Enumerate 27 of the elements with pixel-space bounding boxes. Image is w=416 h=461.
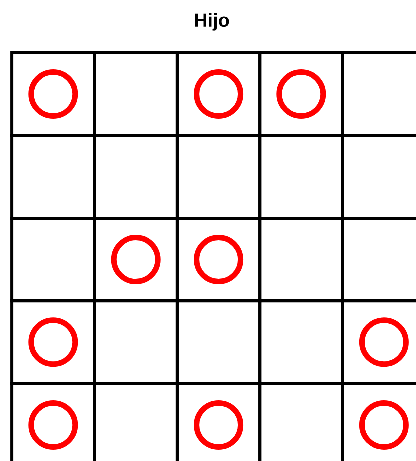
grid-cell	[93, 382, 179, 461]
circle-mark	[28, 70, 78, 120]
grid-cell	[341, 134, 416, 220]
circle-mark	[194, 70, 244, 120]
grid-cell	[341, 382, 416, 461]
circle-mark	[194, 235, 244, 285]
grid-cell	[10, 134, 96, 220]
circle-mark	[276, 70, 326, 120]
grid-cell	[258, 300, 344, 386]
title: Hijo	[195, 13, 230, 31]
grid-cell	[10, 51, 96, 138]
grid-cell	[258, 51, 344, 138]
grid-cell	[10, 382, 96, 461]
grid-cell	[341, 300, 416, 386]
grid-cell	[93, 134, 179, 220]
circle-mark	[359, 400, 409, 450]
grid-cell	[10, 300, 96, 386]
circle-mark	[28, 318, 78, 368]
grid-cell	[258, 382, 344, 461]
circle-mark	[359, 318, 409, 368]
circle-mark	[111, 235, 161, 285]
grid-cell	[93, 300, 179, 386]
grid-cell	[258, 134, 344, 220]
circle-mark	[28, 400, 78, 450]
grid-cell	[341, 51, 416, 138]
circle-mark	[194, 400, 244, 450]
grid-cell	[93, 51, 179, 138]
